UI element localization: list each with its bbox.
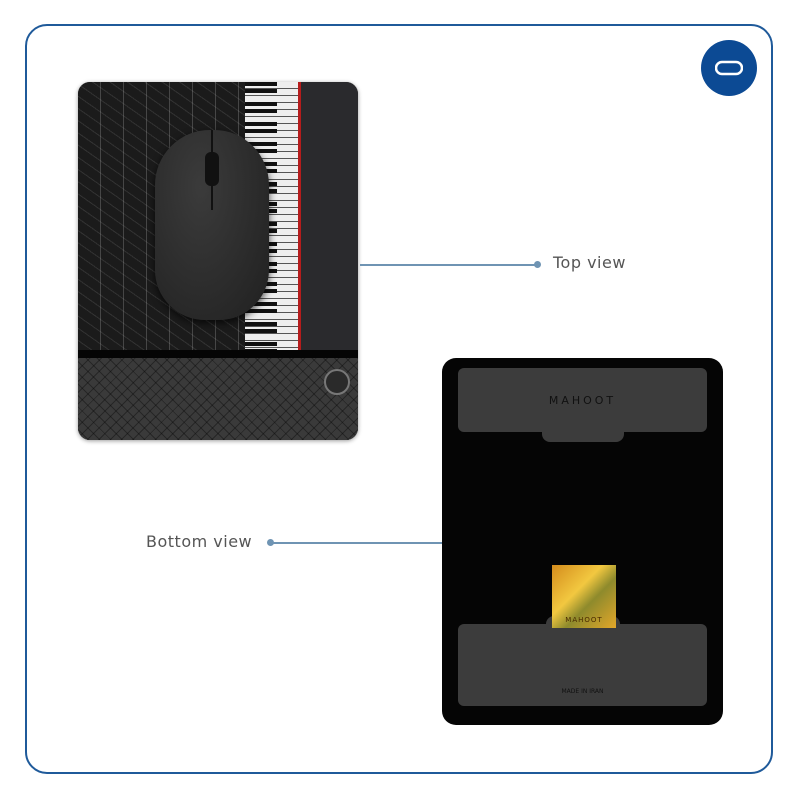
hologram-sticker: MAHOOT: [552, 565, 616, 628]
sticker-brand: MAHOOT: [565, 616, 603, 624]
dark-strip: [301, 82, 358, 352]
wrist-rest: [78, 358, 358, 440]
content-frame: [25, 24, 773, 774]
mouse-image: [155, 130, 269, 320]
mousepad-top-view: [78, 82, 358, 440]
red-stripe: [298, 82, 301, 352]
mousepad-bottom-view: MAHOOT MADE IN IRAN MAHOOT: [442, 358, 723, 725]
felt-top-tab: [542, 418, 624, 442]
made-in-text: MADE IN IRAN: [561, 688, 604, 695]
brand-badge: [701, 40, 757, 96]
top-view-dot: [534, 261, 541, 268]
top-view-label: Top view: [553, 253, 626, 272]
brand-text: MAHOOT: [548, 394, 617, 407]
bottom-view-label: Bottom view: [146, 532, 253, 551]
divider-band: [78, 350, 358, 358]
infinity-logo-icon: [324, 369, 350, 395]
scroll-wheel: [205, 152, 219, 186]
bottom-view-connector: [270, 542, 442, 544]
infinity-icon: [715, 60, 743, 76]
felt-bottom: [458, 624, 707, 706]
top-view-connector: [360, 264, 538, 266]
